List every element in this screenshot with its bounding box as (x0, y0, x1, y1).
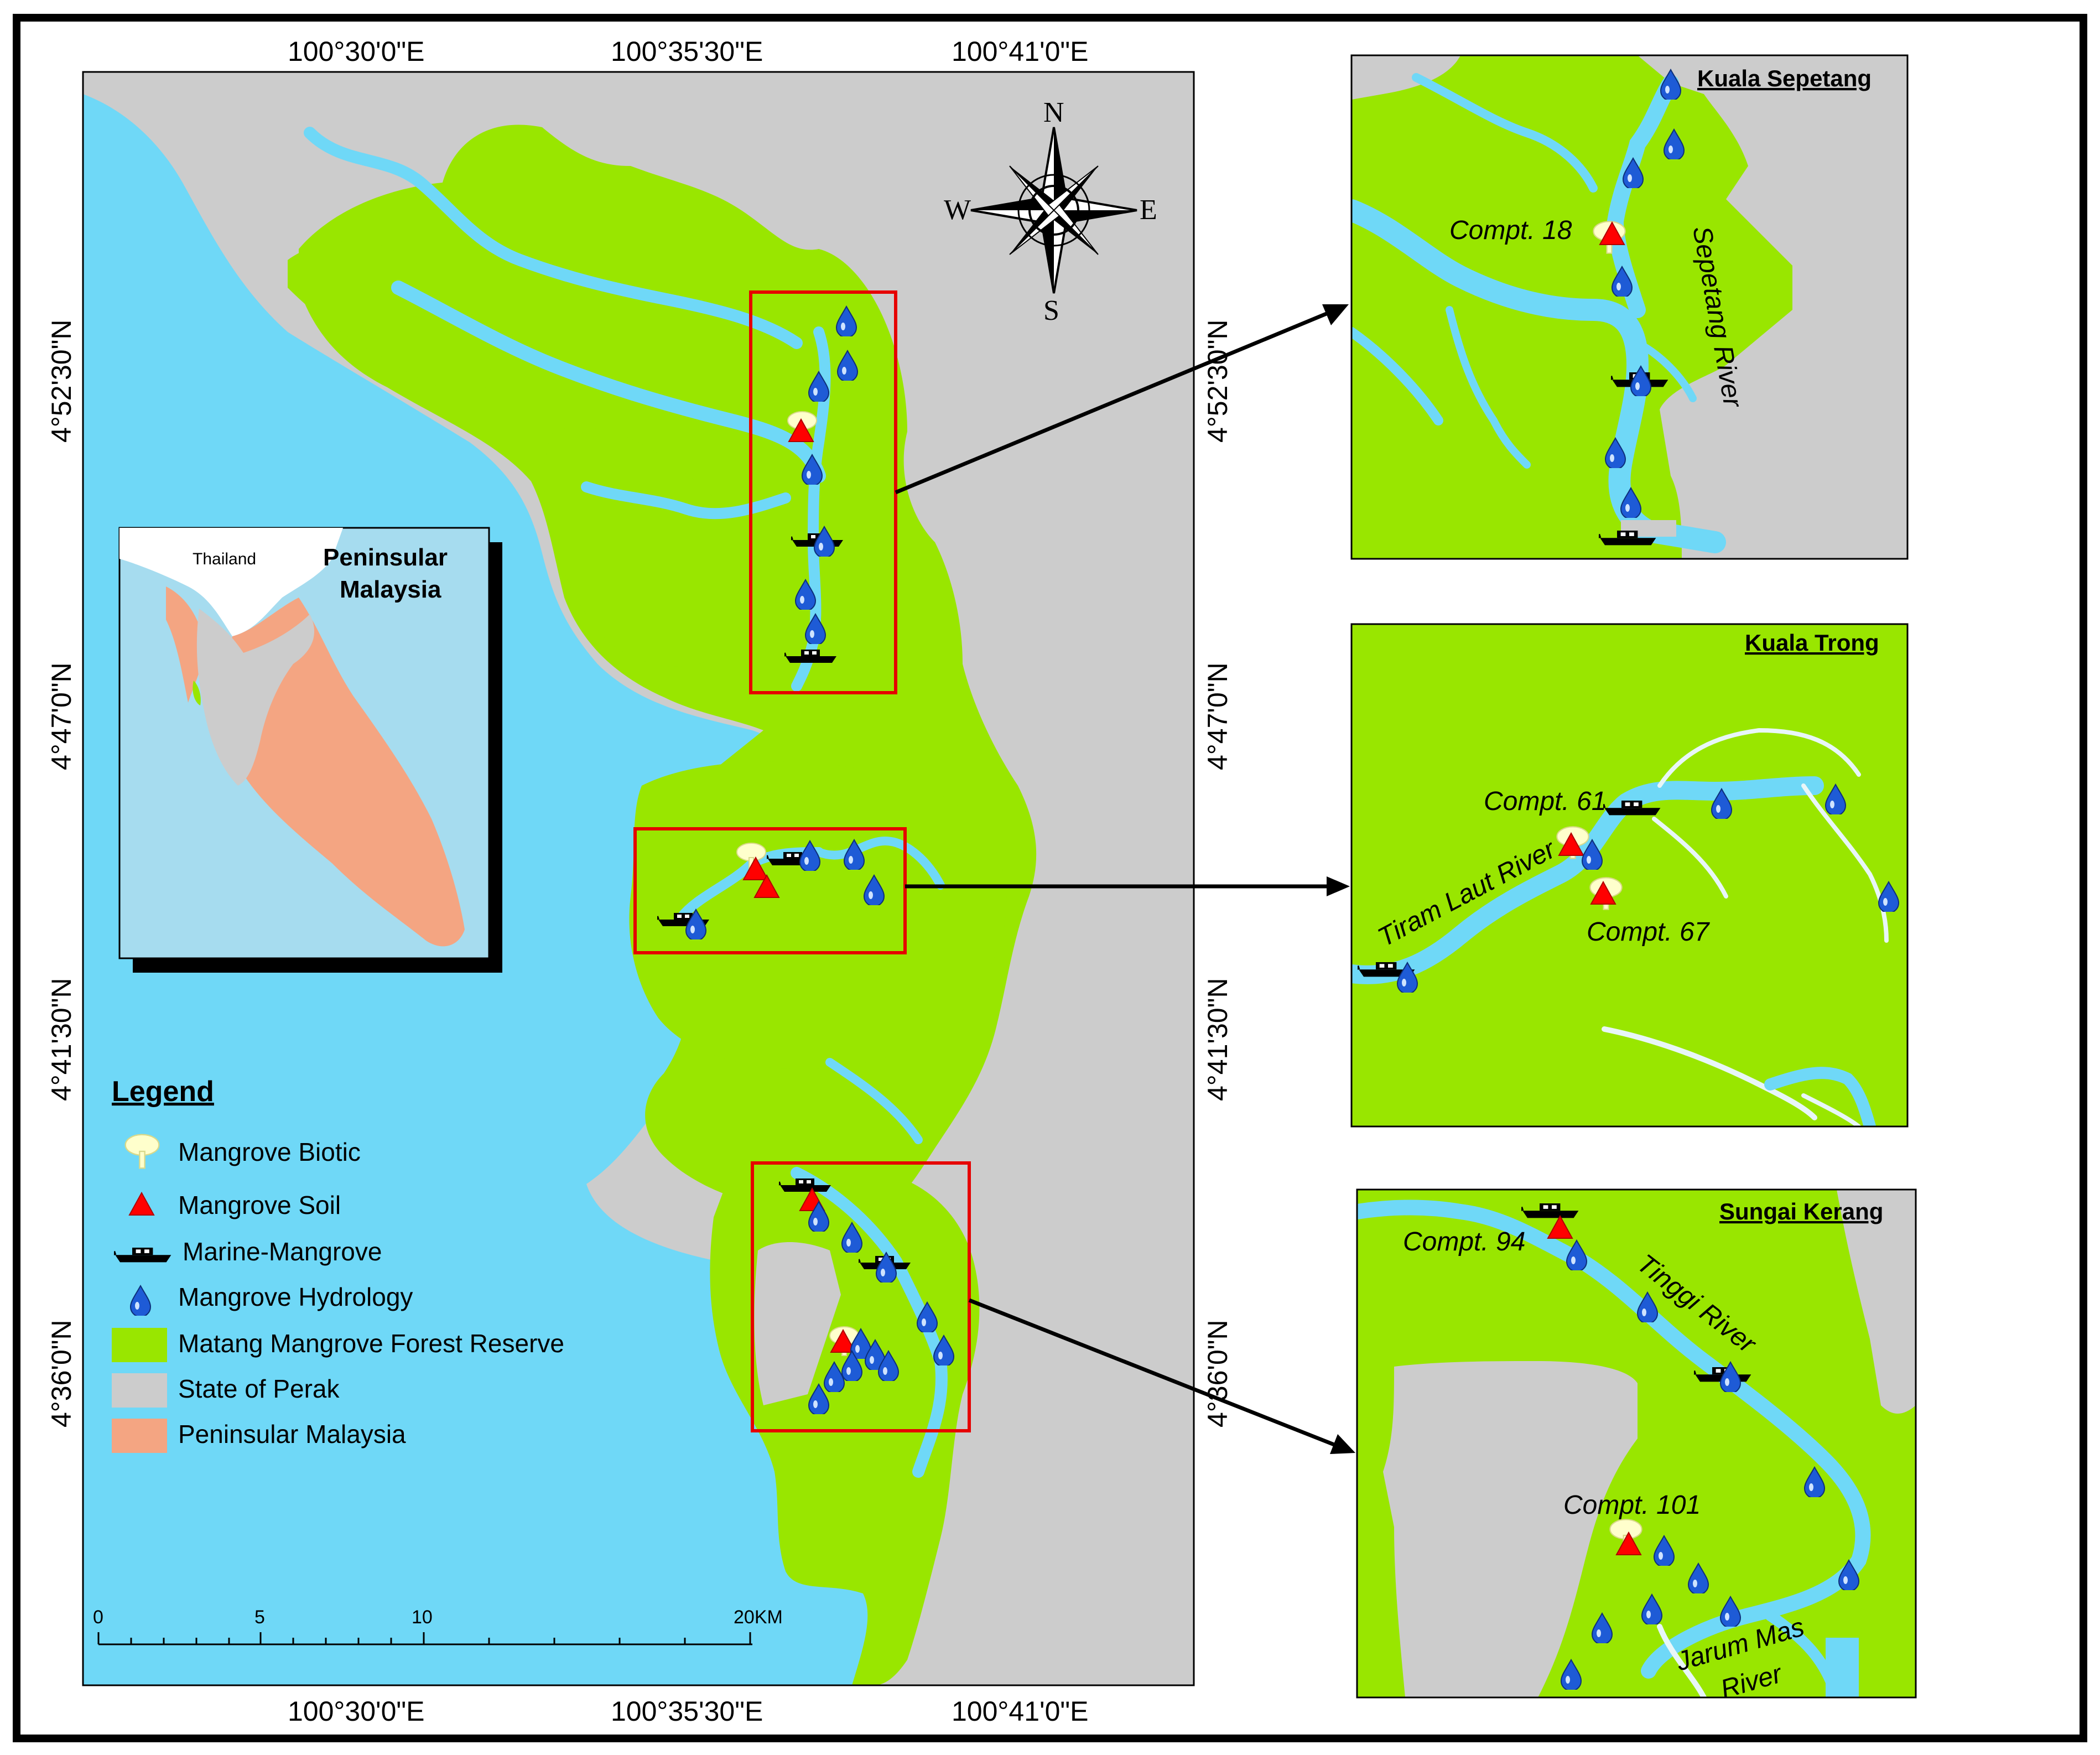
panel-kerang-compt-a: Compt. 94 (1403, 1227, 1525, 1256)
compass-rose (970, 127, 1137, 294)
scale-tick-10: 10 (412, 1607, 433, 1628)
panel-kerang-title: Sungai Kerang (1719, 1198, 1883, 1224)
coord-top-3: 100°41'0"E (952, 36, 1089, 67)
forest-central-island (629, 761, 1007, 1069)
panel-kerang-border (1356, 1188, 1917, 1699)
coord-right-4: 4°36'0"N (1202, 1320, 1233, 1427)
coord-left-2: 4°47'0"N (46, 662, 77, 770)
peninsular-malaysia (225, 598, 465, 947)
compass-e: E (1140, 194, 1157, 226)
scale-bar (97, 1632, 752, 1645)
coord-labels-right: 4°52'30"N 4°47'0"N 4°41'30"N 4°36'0"N (1202, 320, 1233, 1427)
legend-title: Legend (112, 1076, 214, 1108)
scale-tick-20: 20KM (734, 1607, 783, 1628)
connector-arrows (895, 304, 1355, 1454)
coord-top-2: 100°35'30"E (611, 36, 763, 67)
legend-item-forest: Matang Mangrove Forest Reserve (178, 1329, 564, 1358)
legend-item-peninsular: Peninsular Malaysia (178, 1420, 406, 1448)
coord-bottom-3: 100°41'0"E (952, 1696, 1089, 1727)
highlight-box-kerang (751, 1161, 971, 1432)
legend-item-marine: Marine-Mangrove (183, 1237, 382, 1266)
forest-west-lobes (288, 241, 491, 391)
inset-title-line2: Malaysia (340, 576, 441, 603)
inset-title-line1: Peninsular (323, 544, 448, 571)
legend-item-perak: State of Perak (178, 1374, 340, 1403)
legend: Legend Mangrove Biotic Mangrove Soil Mar… (112, 1076, 564, 1453)
thailand-region (119, 528, 343, 636)
coord-bottom-1: 100°30'0"E (288, 1696, 425, 1727)
coord-right-3: 4°41'30"N (1202, 978, 1233, 1101)
legend-item-biotic: Mangrove Biotic (178, 1138, 361, 1166)
perak-south-patch (754, 1242, 841, 1405)
coord-labels-top: 100°30'0"E 100°35'30"E 100°41'0"E (288, 36, 1089, 67)
panel-sepetang-title: Kuala Sepetang (1697, 65, 1872, 91)
panel-trong-compt-b: Compt. 67 (1587, 917, 1711, 947)
compass-s: S (1043, 295, 1059, 326)
coord-left-1: 4°52'30"N (46, 320, 77, 443)
panel-trong-compt-a: Compt. 61 (1484, 787, 1606, 816)
compass-w: W (944, 194, 971, 226)
panel-kerang (1357, 1190, 1916, 1697)
main-map-border (82, 71, 1195, 1686)
perak-state (196, 609, 315, 786)
panel-trong-title: Kuala Trong (1745, 630, 1879, 656)
coord-labels-bottom: 100°30'0"E 100°35'30"E 100°41'0"E (288, 1696, 1089, 1727)
panel-trong (1352, 624, 1907, 1126)
coord-right-2: 4°47'0"N (1202, 662, 1233, 770)
panel-trong-border (1350, 623, 1909, 1128)
coord-right-1: 4°52'30"N (1202, 320, 1233, 443)
coord-left-4: 4°36'0"N (46, 1320, 77, 1427)
coord-labels-left: 4°52'30"N 4°47'0"N 4°41'30"N 4°36'0"N (46, 320, 77, 1427)
coord-left-3: 4°41'30"N (46, 978, 77, 1101)
compass-n: N (1043, 97, 1064, 128)
highlight-box-trong (633, 827, 907, 954)
panel-sepetang-border (1350, 54, 1909, 560)
coord-top-1: 100°30'0"E (288, 36, 425, 67)
scale-tick-0: 0 (93, 1607, 103, 1628)
legend-item-hydrology: Mangrove Hydrology (178, 1282, 413, 1311)
legend-item-soil: Mangrove Soil (178, 1191, 341, 1219)
matang-marker (193, 681, 201, 705)
panel-kerang-compt-b: Compt. 101 (1563, 1491, 1701, 1520)
panel-sepetang (1352, 55, 1907, 559)
inset-thailand-label: Thailand (193, 550, 256, 568)
scale-tick-5: 5 (254, 1607, 265, 1628)
main-map (83, 72, 1194, 1685)
inset-peninsular-malaysia (118, 527, 502, 973)
panel-sepetang-compt: Compt. 18 (1449, 216, 1572, 245)
peninsular-west (166, 586, 205, 703)
coord-bottom-2: 100°35'30"E (611, 1696, 763, 1727)
